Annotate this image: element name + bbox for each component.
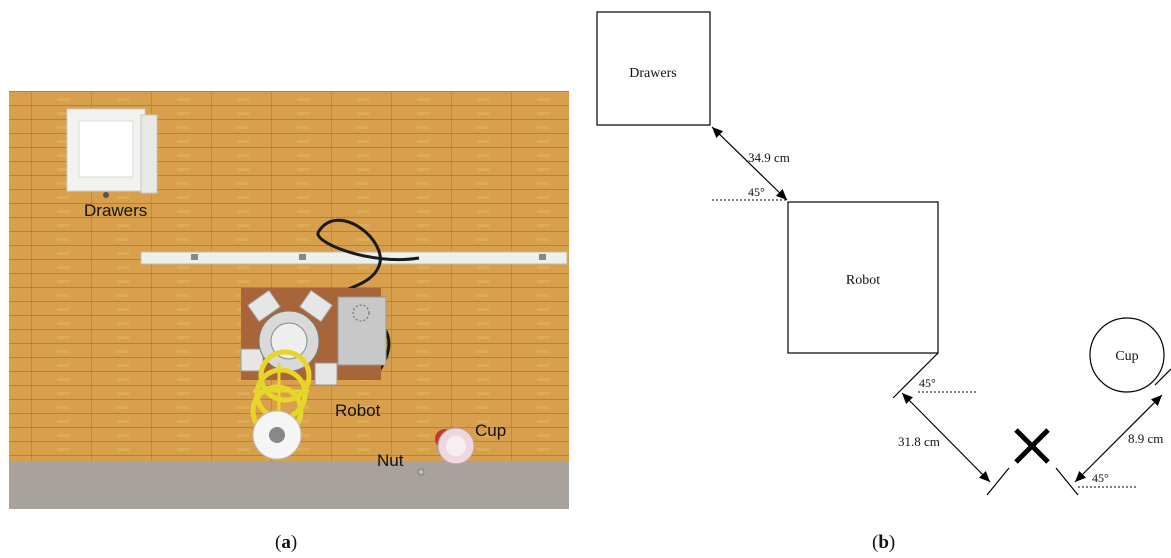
x-mark-icon (1016, 430, 1048, 462)
photo-label-robot: Robot (335, 401, 380, 421)
cup-circle-label: Cup (1115, 349, 1138, 364)
angle-label-3: 45° (1092, 471, 1109, 485)
drawers-object (67, 109, 157, 198)
distance-label-drawers-robot: 34.9 cm (748, 150, 790, 165)
caption-a: (a) (275, 532, 297, 554)
schematic-panel: Drawers 34.9 cm 45° Robot 45° 31.8 cm Cu… (590, 0, 1171, 520)
caption-b-letter: b (878, 532, 889, 553)
angle-label-2: 45° (919, 376, 936, 390)
photo-panel (9, 91, 569, 509)
photo-label-cup: Cup (475, 421, 506, 441)
caption-a-letter: a (281, 532, 291, 553)
carpet-strip (9, 461, 569, 509)
distance-label-robot-target: 31.8 cm (898, 434, 940, 449)
caption-b: (b) (872, 532, 895, 554)
schematic-diagram: Drawers 34.9 cm 45° Robot 45° 31.8 cm Cu… (590, 0, 1171, 520)
photo-scene (9, 91, 569, 509)
drawers-box-label: Drawers (629, 66, 676, 81)
robot-box-label: Robot (846, 273, 880, 288)
distance-label-cup-target: 8.9 cm (1128, 431, 1163, 446)
photo-label-nut: Nut (377, 451, 403, 471)
angle-label-1: 45° (748, 185, 765, 199)
nut-object (418, 469, 424, 475)
photo-label-drawers: Drawers (84, 201, 147, 221)
